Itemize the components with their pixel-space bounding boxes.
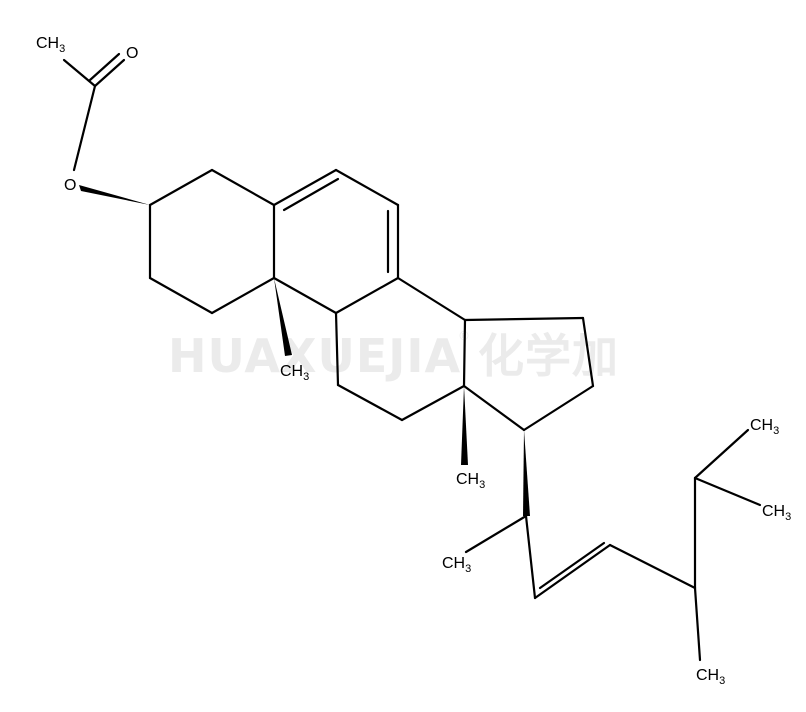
bond-c6-c7 [334,168,400,207]
label-c13-methyl: CH3 [456,471,485,491]
wedge-c13-methyl [461,386,468,465]
label-c26-methyl: CH3 [750,417,779,437]
bond-c15-c16 [581,316,595,388]
bond-c17-c13 [462,384,526,432]
bond-c20-c21 [464,514,528,554]
wedge-c10-methyl [274,278,292,356]
bond-c16-c17 [522,384,595,432]
wedge-c3-ester-o [79,185,150,205]
label-c10-methyl: CH3 [280,363,309,383]
bond-carbonyl-ester-o [72,84,97,172]
bond-c13-c14 [462,318,467,388]
label-c27-methyl: CH3 [762,503,791,523]
bond-c5-c6-double [282,177,340,212]
bond-c4-c5 [210,168,276,207]
bond-c25-c26 [693,428,750,480]
bond-c25-c27 [693,476,762,507]
watermark-chinese: 化学加 [478,329,619,383]
bond-carbonyl-double-b [88,52,121,82]
bond-c8-c9 [334,276,400,315]
bond-c8-c14 [396,276,467,322]
bond-c12-c13 [400,384,466,422]
wedge-bonds [79,185,530,516]
bond-c9-c11 [334,311,340,387]
atom-labels: CH3 O O CH3 CH3 CH3 CH3 CH3 CH3 [36,35,791,687]
label-c28-methyl: CH3 [696,667,725,687]
bond-c22-c23-double [538,541,606,590]
bond-c20-c22 [524,514,537,600]
watermark: HUAXUEJIA ® 化学加 [168,329,619,383]
wedge-c17-c20 [523,430,530,516]
label-carbonyl-oxygen: O [126,45,138,62]
bond-c5-c6 [272,168,338,207]
bond-c9-c10 [272,276,338,315]
bond-c3-c4 [148,168,214,207]
bond-c14-c15 [463,316,585,322]
bond-c1-c2 [148,276,214,315]
bond-c22-c23 [533,543,612,600]
label-ester-oxygen: O [64,177,76,194]
bond-c11-c12 [336,383,404,422]
bond-carbonyl-double-a [93,58,126,88]
watermark-text: HUAXUEJIA [168,329,461,383]
label-c21-methyl: CH3 [442,555,471,575]
bond-c24-c28 [693,586,702,662]
bonds [62,52,762,662]
bond-c23-c24 [608,543,697,590]
label-acetyl-methyl: CH3 [36,35,65,55]
bond-c10-c1 [210,276,276,315]
bond-ch3-carbonyl [62,58,97,88]
